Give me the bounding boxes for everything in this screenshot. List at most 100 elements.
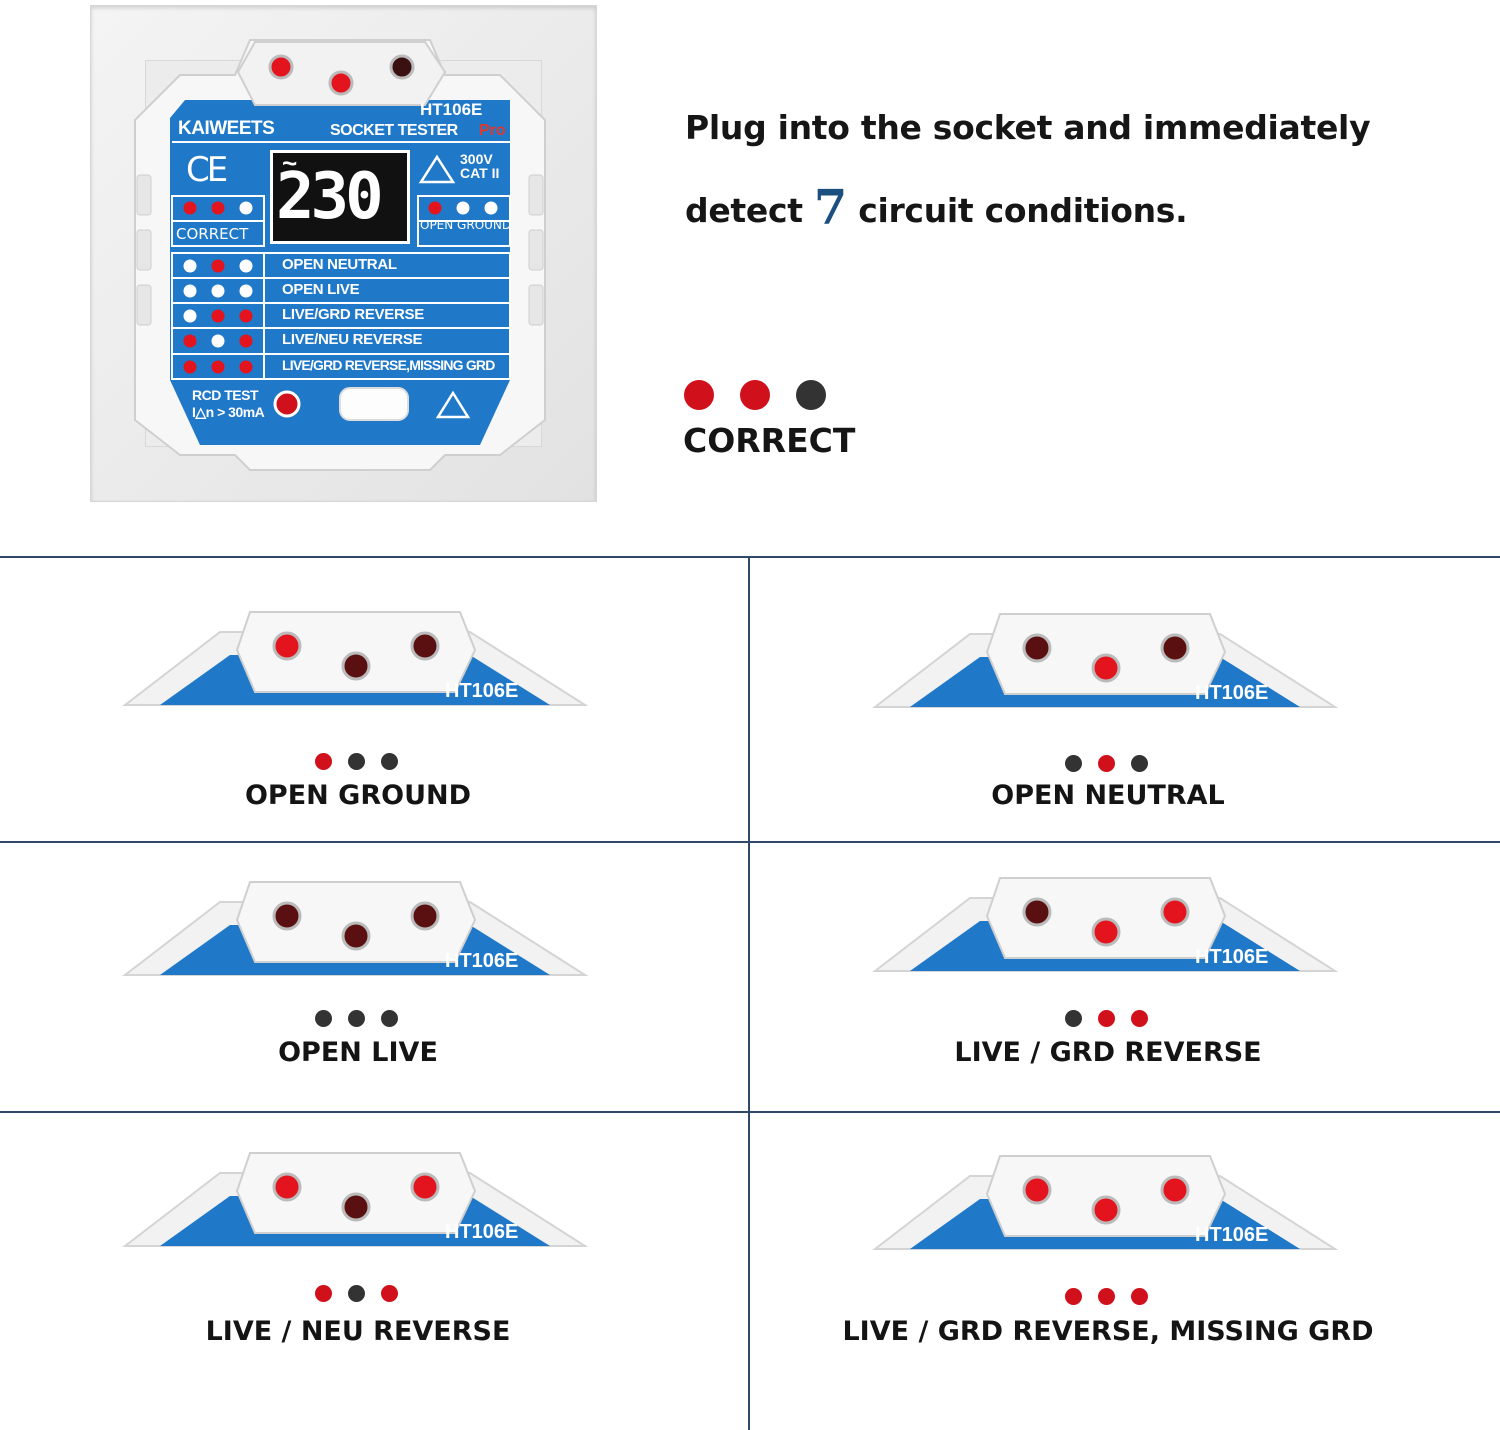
tester-model-label: HT106E bbox=[445, 680, 519, 702]
headline-number: 7 bbox=[813, 180, 847, 236]
indicator-dot bbox=[1098, 755, 1115, 772]
tester-model-label: HT106E bbox=[445, 950, 519, 972]
tester-top-illustration bbox=[872, 1155, 1339, 1250]
device-status-led bbox=[211, 284, 225, 298]
device-product-suffix: Pro bbox=[479, 122, 506, 139]
device-status-led bbox=[239, 334, 253, 348]
device-status-led bbox=[428, 201, 442, 215]
device-status-led bbox=[484, 201, 498, 215]
device-model: HT106E bbox=[420, 100, 483, 119]
voltage-display bbox=[270, 150, 410, 244]
correct-dot bbox=[684, 380, 714, 410]
indicator-dot bbox=[1131, 755, 1148, 772]
tester-model-label: HT106E bbox=[1195, 682, 1269, 704]
tester-led bbox=[1160, 1175, 1190, 1205]
device-top-led bbox=[268, 54, 294, 80]
indicator-dot bbox=[1065, 1288, 1082, 1305]
grid-rule bbox=[0, 841, 1500, 843]
device-status-led bbox=[211, 201, 225, 215]
condition-label: LIVE / GRD REVERSE bbox=[954, 1037, 1262, 1068]
indicator-dot bbox=[1065, 1010, 1082, 1027]
category-rating: CAT II bbox=[460, 165, 500, 181]
device-status-led bbox=[183, 309, 197, 323]
device-open-ground-label: OPEN GROUND bbox=[420, 218, 512, 232]
tester-led bbox=[1022, 1175, 1052, 1205]
headline-line-1: Plug into the socket and immediately bbox=[685, 108, 1371, 147]
headline-line-2: detect 7 circuit conditions. bbox=[685, 180, 1188, 236]
indicator-dot bbox=[348, 1285, 365, 1302]
tester-led bbox=[341, 921, 371, 951]
tester-model-label: HT106E bbox=[445, 1221, 519, 1243]
device-product: SOCKET TESTER bbox=[330, 122, 458, 139]
rating-label: 300V CAT II bbox=[460, 152, 499, 180]
voltage-rating: 300V bbox=[460, 151, 493, 167]
tester-model-label: HT106E bbox=[1195, 1224, 1269, 1246]
tester-top-illustration bbox=[122, 1152, 589, 1247]
device-status-led bbox=[183, 259, 197, 273]
tester-led bbox=[1160, 633, 1190, 663]
device-status-led bbox=[183, 201, 197, 215]
tester-led bbox=[1022, 633, 1052, 663]
socket-tester-illustration bbox=[134, 39, 546, 471]
device-top-led bbox=[389, 54, 415, 80]
indicator-dot bbox=[381, 1285, 398, 1302]
tester-led bbox=[1091, 1195, 1121, 1225]
device-status-led bbox=[239, 360, 253, 374]
correct-dot bbox=[740, 380, 770, 410]
condition-label: LIVE / NEU REVERSE bbox=[205, 1316, 511, 1347]
device-brand: KAIWEETS bbox=[178, 118, 275, 139]
grid-divider bbox=[748, 557, 750, 1430]
grid-rule bbox=[0, 1111, 1500, 1113]
tester-led bbox=[410, 631, 440, 661]
device-status-led bbox=[211, 334, 225, 348]
indicator-dot bbox=[348, 1010, 365, 1027]
tester-top-illustration bbox=[872, 613, 1339, 708]
tester-led bbox=[341, 1192, 371, 1222]
tester-led bbox=[1091, 917, 1121, 947]
device-row-label: LIVE/GRD REVERSE,MISSING GRD bbox=[282, 357, 495, 373]
device-status-led bbox=[239, 309, 253, 323]
tester-top-illustration bbox=[122, 611, 589, 706]
headline-suffix: circuit conditions. bbox=[847, 191, 1188, 230]
tester-top-illustration bbox=[122, 881, 589, 976]
device-row-label: LIVE/NEU REVERSE bbox=[282, 331, 423, 348]
condition-label: OPEN NEUTRAL bbox=[991, 780, 1225, 811]
grid-rule bbox=[0, 556, 1500, 558]
device-status-led bbox=[239, 259, 253, 273]
condition-label: OPEN GROUND bbox=[244, 780, 472, 811]
condition-label: OPEN LIVE bbox=[278, 1037, 438, 1068]
indicator-dot bbox=[315, 1285, 332, 1302]
device-status-led bbox=[239, 284, 253, 298]
device-row-label: LIVE/GRD REVERSE bbox=[282, 306, 424, 323]
tester-led bbox=[272, 901, 302, 931]
device-row-label: OPEN NEUTRAL bbox=[282, 256, 397, 273]
tester-led bbox=[410, 901, 440, 931]
tester-led bbox=[1022, 897, 1052, 927]
tester-led bbox=[1091, 653, 1121, 683]
ce-mark: CE bbox=[186, 150, 228, 190]
device-status-led bbox=[239, 201, 253, 215]
tester-led bbox=[272, 1172, 302, 1202]
tester-top-illustration bbox=[872, 877, 1339, 972]
indicator-dot bbox=[315, 1010, 332, 1027]
device-status-led bbox=[211, 309, 225, 323]
device-row-label: OPEN LIVE bbox=[282, 281, 360, 298]
indicator-dot bbox=[1098, 1010, 1115, 1027]
device-status-led bbox=[183, 334, 197, 348]
indicator-dot bbox=[1131, 1010, 1148, 1027]
tester-led bbox=[272, 631, 302, 661]
device-status-led bbox=[456, 201, 470, 215]
correct-label: CORRECT bbox=[683, 421, 856, 460]
indicator-dot bbox=[1131, 1288, 1148, 1305]
tester-led bbox=[1160, 897, 1190, 927]
indicator-dot bbox=[1098, 1288, 1115, 1305]
indicator-dot bbox=[348, 753, 365, 770]
tester-model-label: HT106E bbox=[1195, 946, 1269, 968]
condition-label: LIVE / GRD REVERSE, MISSING GRD bbox=[842, 1316, 1374, 1347]
headline-prefix: detect bbox=[685, 191, 814, 230]
voltage-readout: 230 bbox=[276, 160, 384, 234]
device-top-led bbox=[328, 70, 354, 96]
tester-led bbox=[410, 1172, 440, 1202]
device-correct-label: CORRECT bbox=[176, 225, 249, 243]
indicator-dot bbox=[381, 1010, 398, 1027]
